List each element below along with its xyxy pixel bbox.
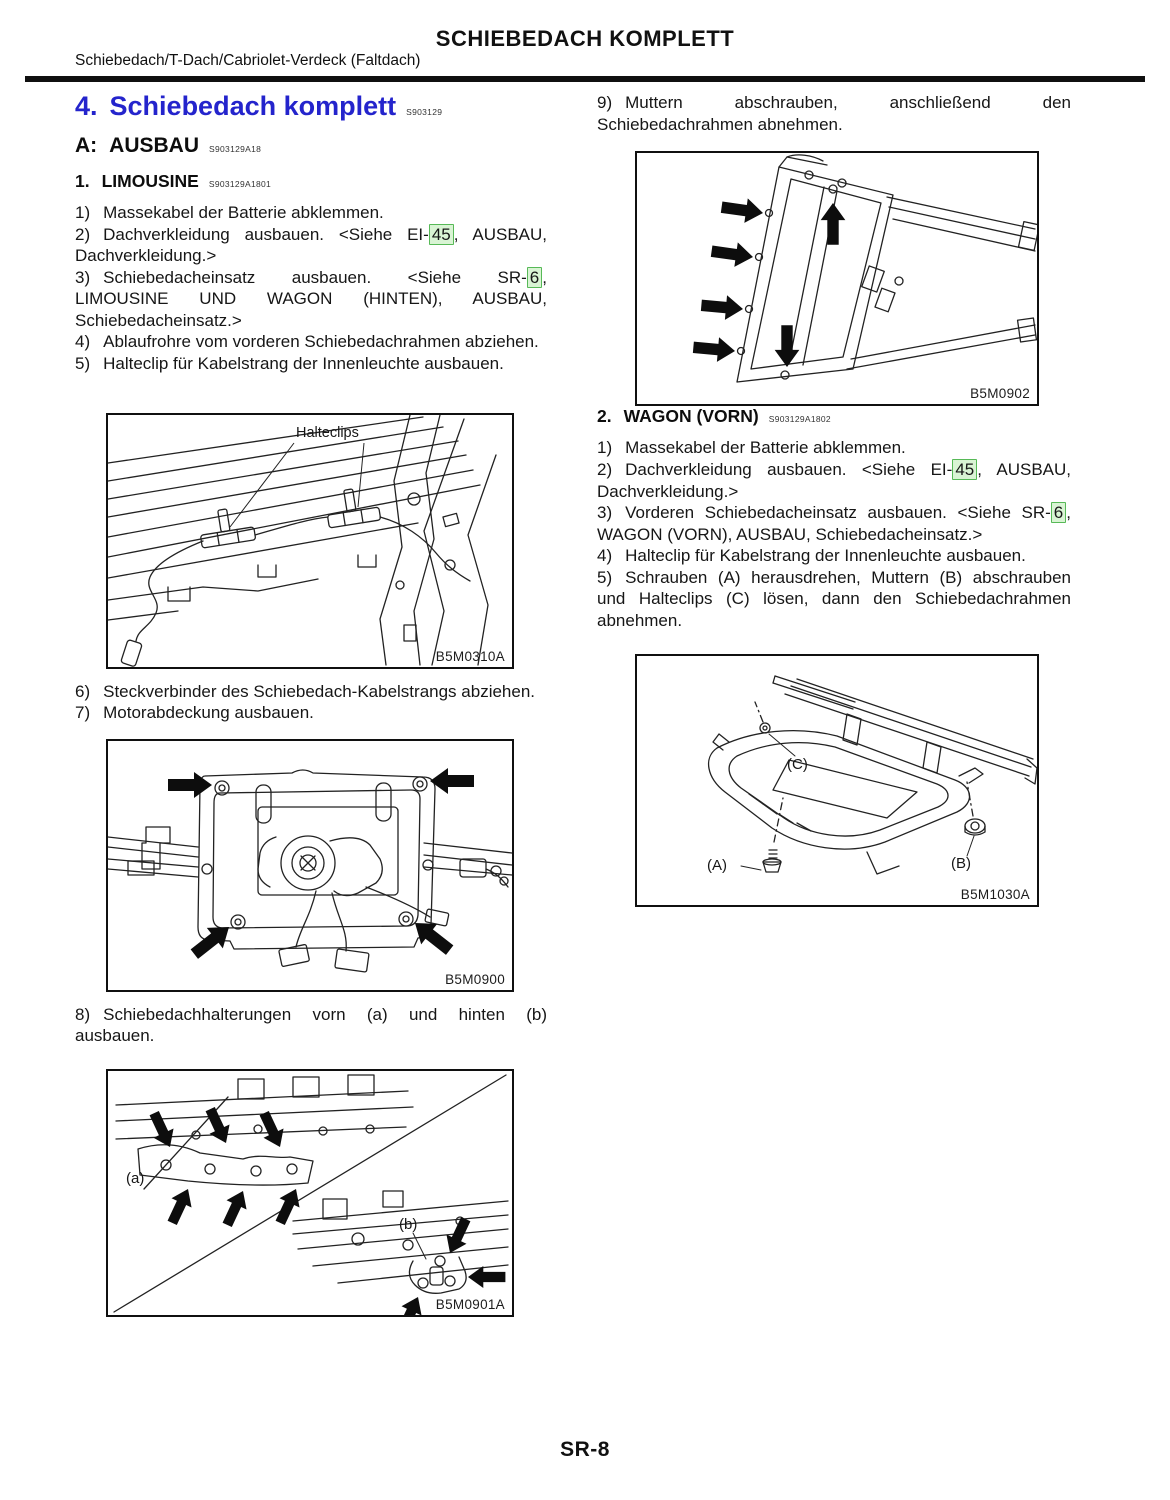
section-title: Schiebedach komplett [109,91,397,121]
halteclip [327,488,381,528]
figure-illustration [108,767,512,973]
figure-label-a: (a) [126,1170,144,1187]
figure-illustration [692,154,1037,383]
figure-code: B5M0310A [435,648,505,664]
subsection-letter: A: [75,133,98,157]
step-number: 4) [597,546,613,566]
motor-cover-plate [197,769,436,950]
step-number: 7) [75,703,91,723]
page-reference-link[interactable]: 6 [526,266,543,288]
step-number: 4) [75,332,91,352]
figure-label-b: (B) [951,855,971,872]
procedure-step: 2)Dachverkleidung ausbauen. <Siehe EI-45… [597,458,1071,501]
procedure-step: 9)Muttern abschrauben, anschließend den … [597,93,1071,134]
section-code: S903129 [406,107,443,117]
step-number: 2) [597,459,613,479]
step-number: 5) [75,354,91,374]
wagon-title: WAGON (VORN) [623,406,759,427]
subsection-title: AUSBAU [109,133,200,157]
wagon-heading: 2. WAGON (VORN) S903129A1802 [597,406,1071,426]
figure-frame-front: (C) (A) (B) B5M1030A [635,653,1039,907]
procedure-step: 5)Schrauben (A) herausdrehen, Muttern (B… [597,567,1071,631]
side-rails [108,826,512,888]
figure-frame-rear: B5M0902 [635,151,1039,407]
step-number: 9) [597,93,613,112]
limousine-steps-6-7: 6)Steckverbinder des Schiebedach-Kabelst… [75,681,547,724]
step-number: 5) [597,567,613,587]
limousine-code: S903129A1801 [208,178,272,189]
rear-rail [772,675,1037,785]
procedure-step: 2)Dachverkleidung ausbauen. <Siehe EI-45… [75,223,547,266]
guide-rails [846,196,1037,370]
subsection-code: S903129A18 [209,143,262,154]
figure-code: B5M0900 [445,971,505,987]
procedure-step: 8)Schiebedachhalterungen vorn (a) und hi… [75,1004,547,1046]
step-number: 1) [597,438,613,458]
figure-label-c: (C) [787,756,808,773]
figure-brackets: (a) (b) B5M0901A [106,1069,514,1318]
wire-harness [120,516,471,667]
figure-illustration: (a) (b) [113,1074,509,1316]
roof-rails [108,416,481,621]
procedure-step: 3)Vorderen Schiebedacheinsatz ausbauen. … [597,502,1071,544]
figure-code: B5M1030A [960,886,1030,902]
figure-illustration: (C) (A) (B) [707,675,1037,875]
wagon-code: S903129A1802 [768,414,831,425]
divider-line [113,1074,507,1313]
page-reference-link[interactable]: 6 [1050,502,1067,524]
limousine-steps-1-5: 1)Massekabel der Batterie abklemmen.2)Da… [75,202,547,375]
sunroof-frame [736,154,894,383]
figure-motor-cover: B5M0900 [106,738,514,992]
limousine-heading: 1. LIMOUSINE S903129A1801 [75,171,547,191]
subsection-heading: A: AUSBAU S903129A18 [75,134,547,157]
procedure-step: 1)Massekabel der Batterie abklemmen. [75,202,384,222]
procedure-step: 4)Halteclip für Kabelstrang der Innenleu… [597,546,1026,566]
step-number: 3) [597,503,613,523]
step-number: 3) [75,267,91,287]
header-rule [25,76,1145,82]
rear-bracket-area [292,1190,509,1294]
callout-leader-lines [229,442,365,527]
fastener-callouts [740,701,986,873]
motor-mechanism [257,835,450,973]
limousine-number: 1. [75,170,90,191]
step-number: 6) [75,681,91,701]
figure-callout-halteclips: Halteclips [296,425,359,441]
procedure-step: 7)Motorabdeckung ausbauen. [75,703,314,723]
pillar-structure [379,414,497,666]
procedure-step: 4)Ablaufrohre vom vorderen Schiebedachra… [75,332,539,352]
procedure-step: 3)Schiebedacheinsatz ausbauen. <Siehe SR… [75,266,547,330]
figure-halteclips: Halteclips B5M0310A [106,412,514,669]
right-column: 9)Muttern abschrauben, anschließend den … [597,92,1071,907]
page-reference-link[interactable]: 45 [952,458,978,480]
page-reference-link[interactable]: 45 [428,223,454,245]
figure-code: B5M0902 [970,386,1030,402]
limousine-title: LIMOUSINE [101,170,199,191]
procedure-step: 1)Massekabel der Batterie abklemmen. [597,438,906,458]
figure-label-a: (A) [707,857,727,874]
page-title: SCHIEBEDACH KOMPLETT [435,26,735,51]
limousine-step-8: 8)Schiebedachhalterungen vorn (a) und hi… [75,1004,547,1047]
step-number: 2) [75,224,91,244]
step-number: 8) [75,1004,91,1024]
wagon-steps: 1)Massekabel der Batterie abklemmen.2)Da… [597,437,1071,631]
front-frame [707,729,984,875]
figure-illustration: Halteclips [108,414,497,667]
limousine-step-9: 9)Muttern abschrauben, anschließend den … [597,92,1071,135]
page-subtitle: Schiebedach/T-Dach/Cabriolet-Verdeck (Fa… [75,52,421,69]
procedure-step: 5)Halteclip für Kabelstrang der Innenleu… [75,354,504,374]
step-number: 1) [75,202,91,222]
procedure-step: 6)Steckverbinder des Schiebedach-Kabelst… [75,681,536,701]
figure-label-b: (b) [399,1216,417,1233]
section-number: 4. [75,91,98,121]
page-number: SR-8 [560,1438,610,1461]
wagon-number: 2. [597,406,612,427]
figure-code: B5M0901A [435,1297,505,1313]
